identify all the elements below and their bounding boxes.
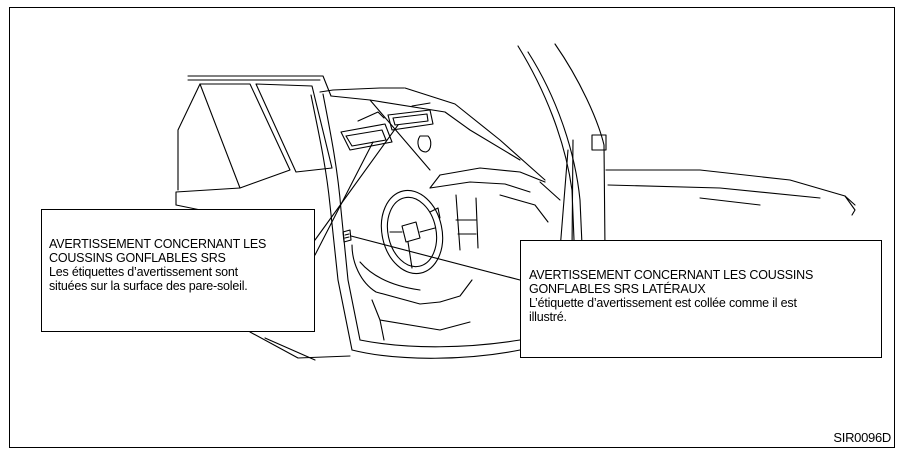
callout-heading-line: AVERTISSEMENT CONCERNANT LES bbox=[49, 237, 267, 251]
callout-body-line: Les étiquettes d’avertissement sont bbox=[49, 265, 238, 279]
callout-body-line: L’étiquette d’avertissement est collée c… bbox=[529, 296, 797, 310]
callout-body-line: illustré. bbox=[529, 310, 567, 324]
side-airbag-label-mark bbox=[342, 229, 352, 243]
steering-wheel bbox=[380, 189, 444, 275]
b-pillar bbox=[249, 87, 521, 361]
callout-side-airbag-warning: AVERTISSEMENT CONCERNANT LES COUSSINS GO… bbox=[520, 240, 882, 358]
callout-sun-visor-warning: AVERTISSEMENT CONCERNANT LES COUSSINS GO… bbox=[41, 209, 315, 332]
callout-body-line: situées sur la surface des pare-soleil. bbox=[49, 279, 248, 293]
rear-door-frame bbox=[175, 75, 333, 223]
leader-lines bbox=[314, 124, 521, 281]
callout-heading-line: AVERTISSEMENT CONCERNANT LES COUSSINS bbox=[529, 268, 814, 282]
windshield bbox=[330, 87, 546, 181]
sun-visors bbox=[340, 102, 434, 153]
front-seat bbox=[351, 244, 473, 341]
callout-heading-line: GONFLABLES SRS LATÉRAUX bbox=[529, 282, 706, 296]
figure-code: SIR0096D bbox=[833, 430, 891, 445]
dashboard bbox=[429, 167, 561, 251]
callout-heading-line: COUSSINS GONFLABLES SRS bbox=[49, 251, 226, 265]
